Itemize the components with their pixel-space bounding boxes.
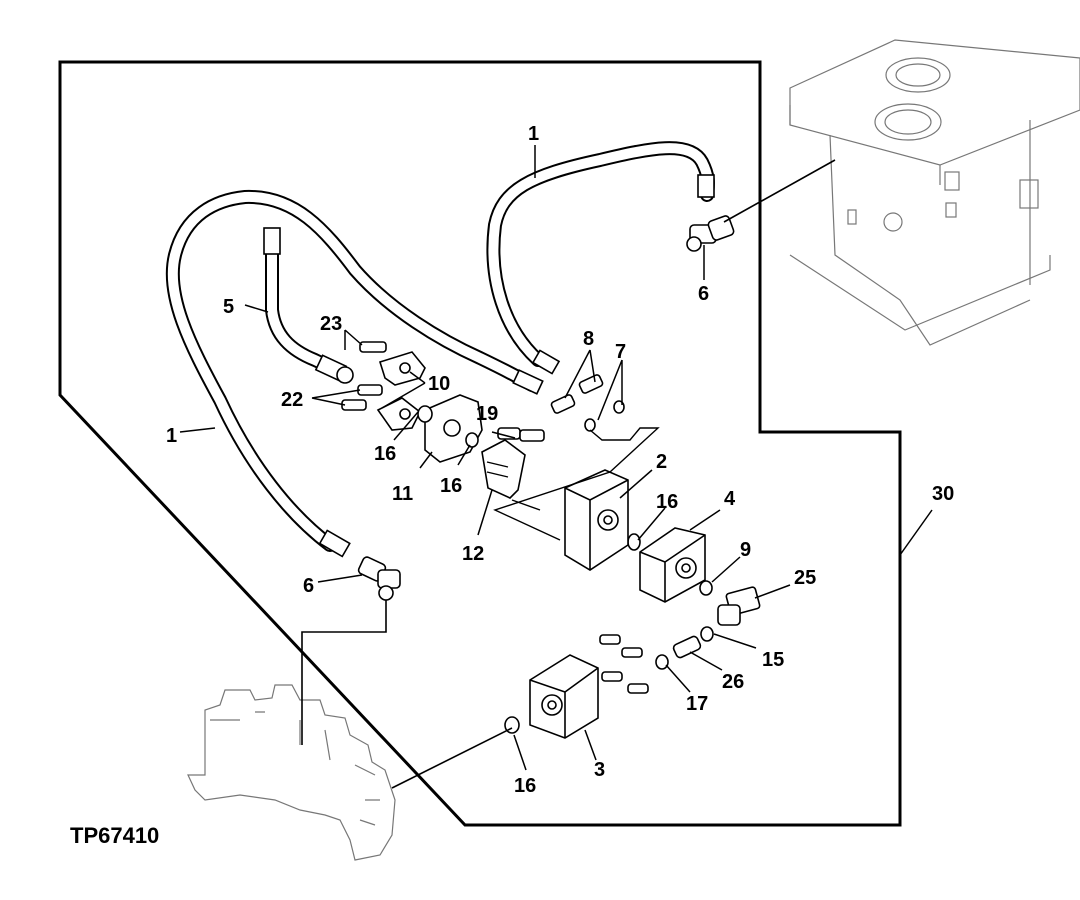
o-rings	[417, 400, 714, 734]
callout-1-top: 1	[528, 123, 539, 145]
callout-30: 30	[932, 483, 954, 505]
hydraulic-tank	[789, 39, 1080, 346]
callout-8: 8	[583, 328, 594, 350]
callout-16-c: 16	[656, 491, 678, 513]
assembly-guide-lines	[301, 159, 836, 789]
manifold-block-3	[529, 654, 599, 739]
callout-4: 4	[724, 488, 736, 510]
callout-17: 17	[686, 693, 708, 715]
callout-3: 3	[594, 759, 605, 781]
group-30-boundary	[58, 60, 902, 827]
callout-22: 22	[281, 389, 303, 411]
adapter-fittings-8	[550, 374, 604, 414]
callout-23: 23	[320, 313, 342, 335]
split-flange-10	[376, 351, 426, 431]
manifold-block-4	[639, 527, 706, 603]
callout-12: 12	[462, 543, 484, 565]
callout-1-left: 1	[166, 425, 177, 447]
callout-26: 26	[722, 671, 744, 693]
callout-16-d: 16	[514, 775, 536, 797]
leader-lines	[179, 145, 933, 771]
figure-id: TP67410	[70, 823, 159, 848]
callout-16-b: 16	[440, 475, 462, 497]
fitting-26	[672, 635, 702, 659]
callout-25: 25	[794, 567, 816, 589]
control-valve	[187, 684, 396, 861]
elbow-fitting-6-top	[686, 215, 735, 252]
manifold-block-2	[564, 469, 629, 571]
hose-5	[263, 227, 354, 384]
callout-15: 15	[762, 649, 784, 671]
callout-6-top: 6	[698, 283, 709, 305]
callout-7: 7	[615, 341, 626, 363]
callout-19: 19	[476, 403, 498, 425]
callout-11: 11	[392, 483, 413, 505]
flange-plate-11	[424, 394, 483, 463]
bracket-12	[481, 439, 526, 499]
callout-16-a: 16	[374, 443, 396, 465]
block-3-bolts	[599, 634, 649, 694]
callout-9: 9	[740, 539, 751, 561]
hose-1-upper	[486, 141, 715, 375]
hose-1-lower	[165, 189, 544, 558]
elbow-fitting-6-bottom	[357, 556, 401, 601]
callout-5: 5	[223, 296, 234, 318]
callout-10: 10	[428, 373, 450, 395]
callout-2: 2	[656, 451, 667, 473]
elbow-fitting-25	[717, 586, 761, 626]
callout-6-bottom: 6	[303, 575, 314, 597]
